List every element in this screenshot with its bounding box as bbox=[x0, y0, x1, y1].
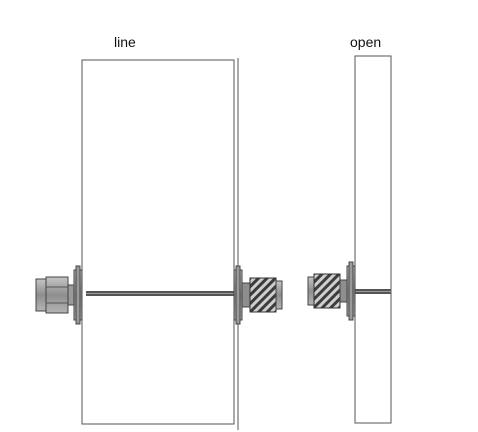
open-connector-threads bbox=[313, 273, 341, 309]
female-connector-threads bbox=[249, 277, 277, 313]
line-substrate-board bbox=[81, 59, 235, 425]
line-fixture bbox=[35, 58, 283, 430]
open-substrate-board bbox=[354, 55, 392, 424]
male-connector-icon bbox=[35, 265, 83, 325]
line-label: line bbox=[114, 34, 136, 50]
male-connector-hex bbox=[45, 276, 69, 314]
open-fixture bbox=[307, 55, 392, 424]
open-label: open bbox=[350, 34, 381, 50]
female-connector-icon bbox=[233, 265, 283, 325]
open-female-connector-icon bbox=[307, 261, 356, 321]
male-connector-neck bbox=[67, 284, 75, 306]
